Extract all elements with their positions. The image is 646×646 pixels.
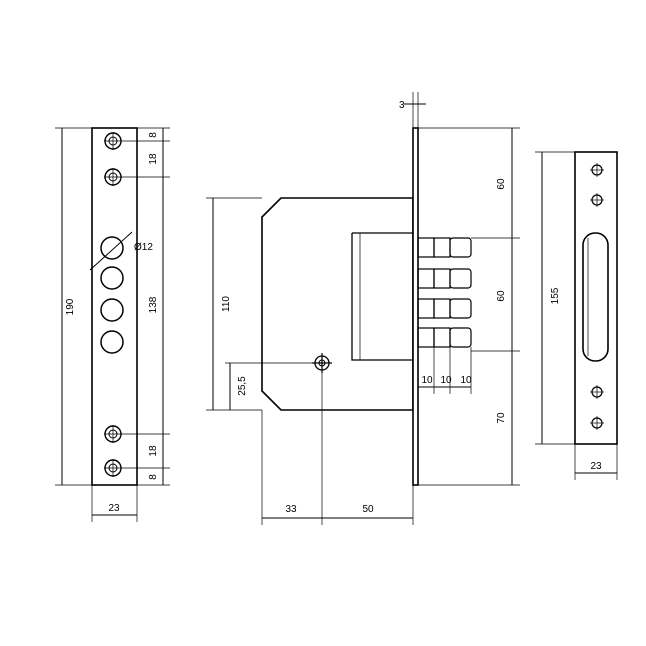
dim-left-plate-width: 23 — [108, 503, 120, 514]
screw-hole-top-2 — [104, 168, 122, 186]
strike-plate-view: 155 23 — [535, 151, 618, 480]
strike-slot — [582, 232, 609, 362]
inner-mechanism — [351, 232, 413, 361]
dim-case-depth: 50 — [362, 504, 374, 515]
dim-holes-span: 138 — [148, 296, 159, 313]
dim-case-height: 110 — [221, 296, 232, 312]
bolt-4 — [417, 327, 472, 348]
dim-strike-width: 23 — [590, 461, 602, 472]
faceplate-side — [412, 127, 419, 486]
spindle — [312, 353, 332, 373]
dim-line-case-height — [206, 197, 262, 411]
dim-line-bolt-chain — [418, 127, 520, 486]
strike-screw-1 — [590, 163, 604, 177]
dim-line-strike-height — [535, 151, 575, 445]
bolt-hole-3 — [100, 298, 124, 322]
dim-bottom-offset-1: 8 — [148, 474, 159, 480]
dim-line-spindle — [225, 362, 312, 410]
diameter-leader — [89, 231, 133, 271]
dim-case-backset: 33 — [285, 504, 297, 515]
dim-bottom-offset-2: 18 — [148, 445, 159, 457]
bolt-3 — [417, 298, 472, 319]
bolt-hole-1 — [100, 236, 124, 260]
bolt-hole-4 — [100, 330, 124, 354]
strike-screw-2 — [590, 193, 604, 207]
strike-plate — [574, 151, 618, 445]
dim-bolt-width-2: 10 — [440, 375, 452, 386]
dim-line-strike-width — [574, 444, 618, 480]
strike-screw-4 — [590, 416, 604, 430]
bolt-hole-2 — [100, 266, 124, 290]
dim-hole-diameter: Ø12 — [134, 242, 153, 253]
dim-bolt-offset-top: 60 — [496, 178, 507, 190]
dim-bolt-width-3: 10 — [460, 375, 472, 386]
dim-line-left-width — [91, 485, 138, 522]
dim-line-faceplate — [404, 92, 426, 128]
left-faceplate-view: Ø12 190 8 18 138 18 8 23 — [55, 127, 170, 522]
bolt-1 — [417, 237, 472, 258]
lock-body-view: 3 110 25,5 33 50 1 — [206, 92, 520, 525]
dim-bolt-offset-bottom: 70 — [496, 412, 507, 424]
screw-hole-bottom-1 — [104, 425, 122, 443]
dim-line-chain-right — [122, 127, 170, 486]
dim-top-offset-2: 18 — [148, 153, 159, 165]
dim-bolt-width-1: 10 — [421, 375, 433, 386]
dim-line-190 — [55, 127, 92, 486]
dim-faceplate-thickness: 3 — [399, 100, 405, 111]
bolt-2 — [417, 268, 472, 289]
dim-bolt-span: 60 — [496, 290, 507, 302]
dim-strike-slot-height: 155 — [550, 287, 561, 304]
strike-screw-3 — [590, 385, 604, 399]
left-faceplate — [91, 127, 138, 486]
lock-case — [261, 197, 414, 411]
dim-left-plate-height: 190 — [65, 298, 76, 315]
dim-spindle-height: 25,5 — [237, 376, 248, 396]
screw-hole-bottom-2 — [104, 459, 122, 477]
dim-line-bottom-horizontal — [261, 373, 414, 525]
dim-line-bolt-widths — [417, 347, 472, 394]
screw-hole-top-1 — [104, 132, 122, 150]
dim-top-offset-1: 8 — [148, 132, 159, 138]
